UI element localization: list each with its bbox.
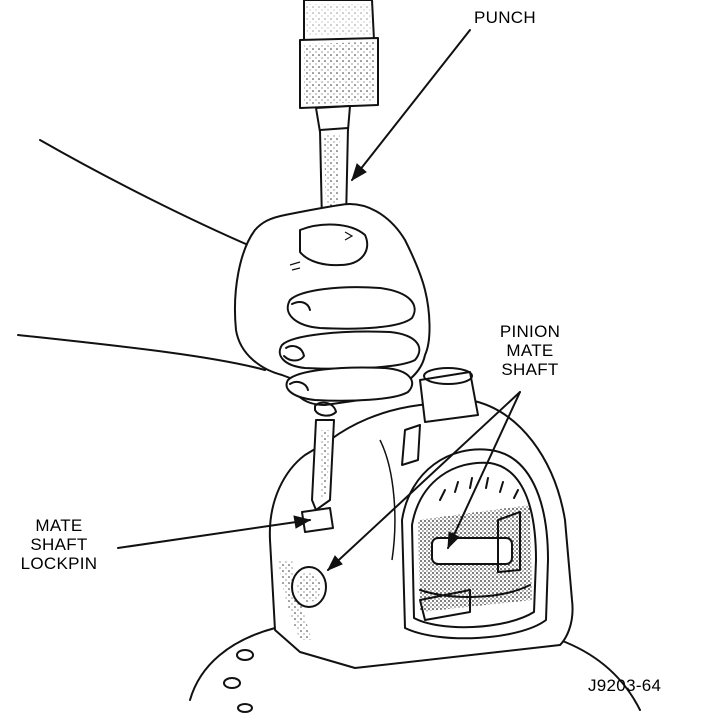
label-mate-shaft-lockpin: MATE SHAFT LOCKPIN bbox=[6, 516, 112, 573]
pinion-leader-1 bbox=[447, 391, 521, 549]
figure-id: J9203-64 bbox=[588, 676, 662, 695]
differential-case bbox=[268, 367, 574, 669]
lockpin-leader bbox=[117, 519, 311, 549]
label-lockpin-line-1: MATE bbox=[35, 516, 83, 535]
hand bbox=[17, 139, 431, 417]
label-pinion-line-2: MATE bbox=[506, 341, 554, 360]
punch-tool bbox=[299, 0, 379, 511]
pinion-leader-2 bbox=[327, 391, 521, 571]
label-lockpin-line-2: SHAFT bbox=[30, 535, 88, 554]
label-pinion-line-1: PINION bbox=[499, 322, 561, 341]
carrier-base-plate bbox=[189, 627, 641, 713]
label-lockpin-line-3: LOCKPIN bbox=[20, 554, 98, 573]
label-pinion-line-3: SHAFT bbox=[501, 360, 559, 379]
leader-lines bbox=[117, 29, 521, 571]
punch-leader bbox=[351, 29, 471, 181]
label-pinion-mate-shaft: PINION MATE SHAFT bbox=[484, 322, 576, 379]
lockpin-bore bbox=[301, 507, 334, 533]
differential-gears bbox=[418, 477, 532, 621]
label-punch: PUNCH bbox=[474, 8, 536, 27]
